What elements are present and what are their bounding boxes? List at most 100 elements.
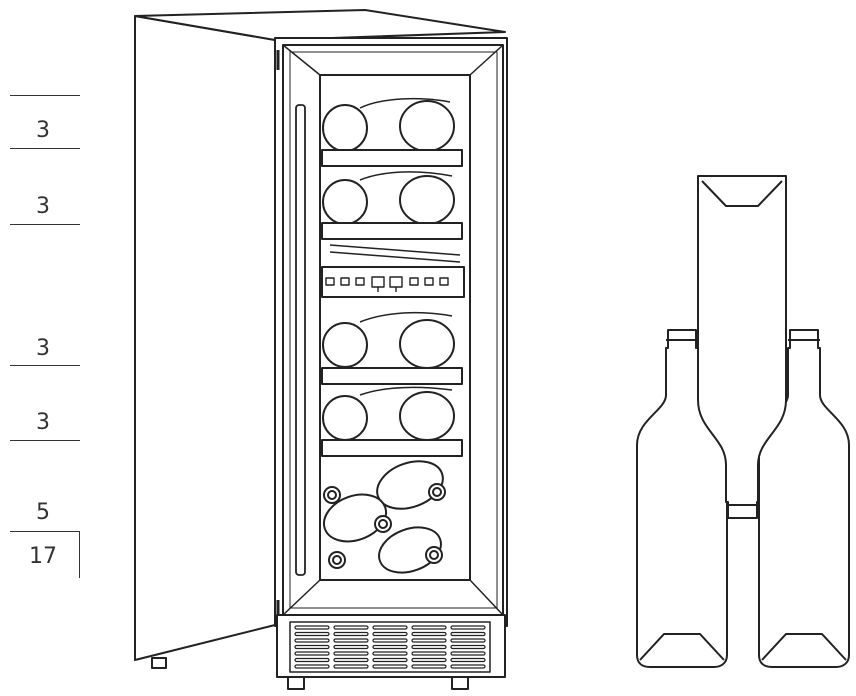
grille-slot [333, 644, 369, 650]
bottle [399, 175, 455, 225]
control-panel [321, 266, 465, 298]
door-bevel [282, 44, 504, 616]
shelf-slats [329, 244, 461, 263]
capacity-divider [10, 224, 80, 225]
capacity-label-shelf-3: 3 [36, 336, 50, 361]
bottle-punt [639, 633, 725, 661]
foot [287, 676, 305, 690]
grille-slot [411, 664, 447, 669]
grille-slot [411, 638, 447, 643]
capacity-label-shelf-2: 3 [36, 194, 50, 219]
grille-slot [294, 638, 330, 643]
capacity-divider-top [10, 95, 80, 96]
bottle-punt [701, 180, 783, 207]
capacity-label-bottom-rack: 5 [36, 500, 50, 525]
shelf [321, 149, 463, 167]
bottle-neck [323, 486, 341, 504]
bottle-neck-inner [378, 519, 388, 529]
bottle-body [359, 311, 453, 323]
bottle [323, 493, 387, 543]
control-buttons [325, 276, 449, 292]
grille-slot [333, 638, 369, 643]
control-button [409, 277, 419, 286]
door-handle [295, 104, 306, 576]
bottle [399, 391, 455, 441]
bottle-neck-inner [327, 490, 337, 500]
grille-slot [294, 631, 330, 637]
grille-slot [372, 664, 408, 669]
bottle-body [359, 97, 451, 109]
base-grille [276, 614, 506, 678]
cabinet-side-panel [134, 15, 276, 661]
control-button [325, 277, 335, 286]
bottle-punt [761, 633, 847, 661]
foot [151, 657, 167, 669]
bottle-neck-inner [332, 555, 342, 565]
bottle-neck-inner [432, 487, 442, 497]
grille-slot [411, 651, 447, 656]
bottle-neck [425, 546, 443, 564]
bottle-body [359, 171, 453, 181]
control-button [340, 277, 350, 286]
control-button [424, 277, 434, 286]
bottom-rack-bottles [323, 460, 446, 574]
center-bottle [697, 175, 787, 519]
control-button [355, 277, 365, 286]
grille-slot [372, 644, 408, 650]
grille-slot [450, 625, 486, 630]
capacity-divider [10, 365, 80, 366]
grille-panel [289, 621, 491, 673]
grille-slot [372, 657, 408, 663]
bottle-neck [428, 483, 446, 501]
bottle [322, 322, 368, 368]
control-button [439, 277, 449, 286]
capacity-label-total: 17 [29, 544, 57, 569]
capacity-divider-total [10, 531, 80, 532]
foot [451, 676, 469, 690]
lower-zone-bottles [321, 311, 463, 457]
capacity-label-shelf-1: 3 [36, 118, 50, 143]
grille-slot [411, 657, 447, 663]
grille-slot [294, 651, 330, 656]
bottle [378, 526, 442, 574]
door-gasket [289, 51, 498, 609]
grille-slot [333, 657, 369, 663]
grille-slot [450, 638, 486, 643]
control-panel-strip [321, 266, 465, 298]
capacity-label-shelf-4: 3 [36, 410, 50, 435]
grille-slot [372, 631, 408, 637]
grille-slot [450, 631, 486, 637]
grille-slot [411, 625, 447, 630]
grille-slot [333, 631, 369, 637]
grille-slot [450, 657, 486, 663]
grille-slot [450, 664, 486, 669]
grille-slot [372, 638, 408, 643]
grille-slot [333, 651, 369, 656]
bottle [322, 104, 368, 152]
bottle [322, 179, 368, 225]
total-bracket [79, 531, 80, 578]
grille-slot [450, 651, 486, 656]
bottle [399, 100, 455, 152]
grille-slot [333, 664, 369, 669]
capacity-divider [10, 440, 80, 441]
bottle-neck [374, 515, 392, 533]
capacity-divider [10, 148, 80, 149]
shelf [321, 222, 463, 240]
grille-slot [450, 644, 486, 650]
grille-slot [372, 625, 408, 630]
grille-slot [372, 651, 408, 656]
cabinet-top [134, 9, 506, 41]
door-inner-frame [319, 74, 471, 581]
bottle-neck-inner [429, 550, 439, 560]
upper-zone-bottles [321, 97, 463, 263]
bottle [376, 460, 444, 510]
grille-slot [294, 664, 330, 669]
bottle-size-illustration [636, 175, 850, 668]
grille-slot [294, 644, 330, 650]
shelf [321, 367, 463, 385]
grille-slot [294, 657, 330, 663]
grille-slot [333, 625, 369, 630]
